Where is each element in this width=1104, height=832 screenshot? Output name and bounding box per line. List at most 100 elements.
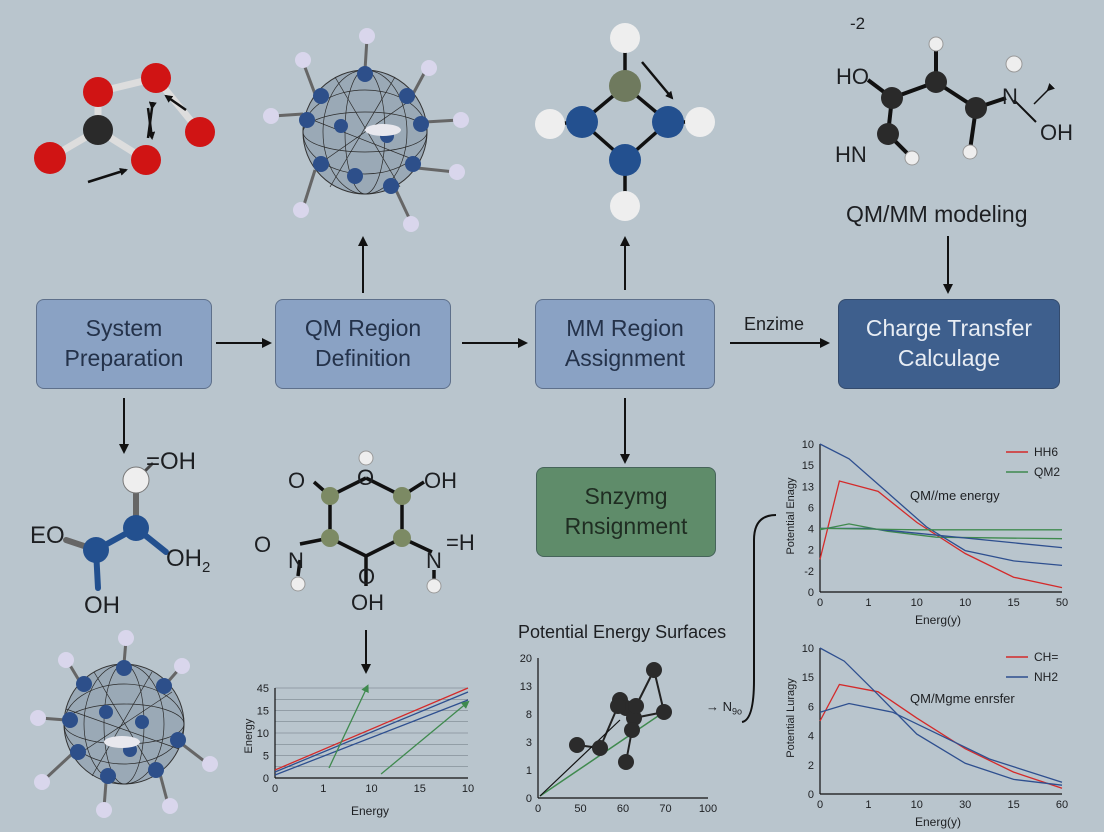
y-tick-label: 0 xyxy=(808,789,814,801)
qm-region-box[interactable]: QM Region Definition xyxy=(275,299,451,389)
pes-atom xyxy=(656,704,672,720)
triol-oh-top-text: OH xyxy=(160,448,197,475)
x-tick-label: 0 xyxy=(817,597,823,609)
series-line-1 xyxy=(819,523,1063,540)
enzime-label: Enzime xyxy=(744,314,805,334)
x-tick-label: 1 xyxy=(320,783,326,795)
charge-transfer-line1: Charge Transfer xyxy=(865,315,1033,342)
molecule-ring xyxy=(290,450,442,594)
hetero-ho: HO xyxy=(836,64,869,89)
x-tick-label: 10 xyxy=(959,597,971,609)
qm-region-line2: Definition xyxy=(315,345,411,371)
series-line-2 xyxy=(819,702,1063,783)
enzyme-assignment-line2: Rnsignment xyxy=(564,513,688,539)
y-tick-label: 8 xyxy=(526,709,532,721)
x-tick-label: 10 xyxy=(911,597,923,609)
molecule-top-left xyxy=(34,63,215,184)
y-tick-label: 0 xyxy=(526,793,532,805)
y-tick-label: 6 xyxy=(808,701,814,713)
chart-2 xyxy=(274,684,470,779)
mesh-cluster-top xyxy=(263,28,469,232)
y-axis-label: Energy xyxy=(243,718,255,753)
ring-o-bottom: O xyxy=(358,564,376,589)
pes-atom xyxy=(610,698,626,714)
x-tick-label: 60 xyxy=(617,803,629,815)
chart-0 xyxy=(819,443,1063,593)
pes-trend-black xyxy=(539,719,621,797)
x-tick-label: 100 xyxy=(699,803,717,815)
y-tick-label: 10 xyxy=(802,643,814,655)
n-output-label: → N9o xyxy=(706,699,742,717)
x-axis-label: Energ(y) xyxy=(915,815,961,829)
series-line-0 xyxy=(819,683,1063,789)
mesh-cluster-bottom xyxy=(30,630,218,818)
triol-oh-bottom: OH xyxy=(84,592,120,619)
chart-title: QM//me energy xyxy=(910,488,1000,503)
y-tick-label: 6 xyxy=(808,502,814,514)
hetero-hn: HN xyxy=(835,142,867,167)
pes-atom xyxy=(624,722,640,738)
x-tick-label: 1 xyxy=(865,799,871,811)
hetero-charge: -2 xyxy=(850,14,866,33)
enzyme-assignment-box[interactable]: Snzymg Rnsignment xyxy=(536,467,716,557)
x-tick-label: 0 xyxy=(272,783,278,795)
triol-oh-top-bond: = xyxy=(146,448,161,475)
qm-region-line1: QM Region xyxy=(304,315,422,342)
ring-oh-right: OH xyxy=(424,468,457,493)
x-tick-label: 60 xyxy=(1056,799,1068,811)
y-tick-label: 13 xyxy=(802,481,814,493)
x-tick-label: 15 xyxy=(414,783,426,795)
pes-atom xyxy=(569,737,585,753)
n-output-symbol: N xyxy=(722,699,733,714)
mm-region-line2: Assignment xyxy=(564,345,686,371)
y-tick-label: -2 xyxy=(804,566,814,578)
series-line-2 xyxy=(274,699,469,776)
y-tick-label: 20 xyxy=(520,653,532,665)
series-line-1 xyxy=(819,647,1063,786)
system-preparation-box[interactable]: System Preparation xyxy=(36,299,212,389)
y-tick-label: 0 xyxy=(263,773,269,785)
triol-oh2: OH2 xyxy=(166,545,210,576)
x-tick-label: 50 xyxy=(574,803,586,815)
charge-transfer-box[interactable]: Charge Transfer Calculage xyxy=(838,299,1060,389)
x-tick-label: 10 xyxy=(462,783,474,795)
x-tick-label: 15 xyxy=(1007,597,1019,609)
ring-o-nl: O xyxy=(254,532,272,557)
x-axis-label: Energy xyxy=(351,804,389,818)
x-tick-label: 70 xyxy=(659,803,671,815)
legend-label: HH6 xyxy=(1034,445,1058,459)
y-tick-label: 5 xyxy=(263,751,269,763)
hetero-n: N xyxy=(1002,84,1018,109)
y-tick-label: 10 xyxy=(802,439,814,451)
y-tick-label: 2 xyxy=(808,760,814,772)
x-axis-label: Energ(y) xyxy=(915,613,961,627)
pes-atom xyxy=(592,740,608,756)
ring-o-top: O xyxy=(357,465,375,490)
y-tick-label: 2 xyxy=(808,545,814,557)
series-line-2 xyxy=(819,443,1063,567)
y-tick-label: 4 xyxy=(808,731,814,743)
molecule-square xyxy=(535,23,715,221)
chart-title: QM/Mgme enrsfer xyxy=(910,691,1015,706)
y-tick-label: 3 xyxy=(526,737,532,749)
mm-region-line1: MM Region xyxy=(566,315,684,342)
qmmm-modeling-label: QM/MM modeling xyxy=(846,201,1028,227)
y-tick-label: 0 xyxy=(808,587,814,599)
molecule-hetero xyxy=(866,36,1056,166)
n-output-subscript: 9o xyxy=(732,706,743,717)
pes-atom xyxy=(646,662,662,678)
chart-3 xyxy=(537,658,708,799)
molecule-triol xyxy=(63,462,169,591)
mm-region-box[interactable]: MM Region Assignment xyxy=(535,299,715,389)
hetero-oh: OH xyxy=(1040,120,1073,145)
legend-label: CH= xyxy=(1034,650,1058,664)
system-preparation-line2: Preparation xyxy=(64,345,184,371)
pes-atom xyxy=(618,754,634,770)
y-tick-label: 4 xyxy=(808,524,814,536)
legend-label: NH2 xyxy=(1034,670,1058,684)
pes-atom xyxy=(628,698,644,714)
triol-eo: EO xyxy=(30,522,65,549)
y-tick-label: 1 xyxy=(526,765,532,777)
ring-n-left: N xyxy=(288,548,304,573)
